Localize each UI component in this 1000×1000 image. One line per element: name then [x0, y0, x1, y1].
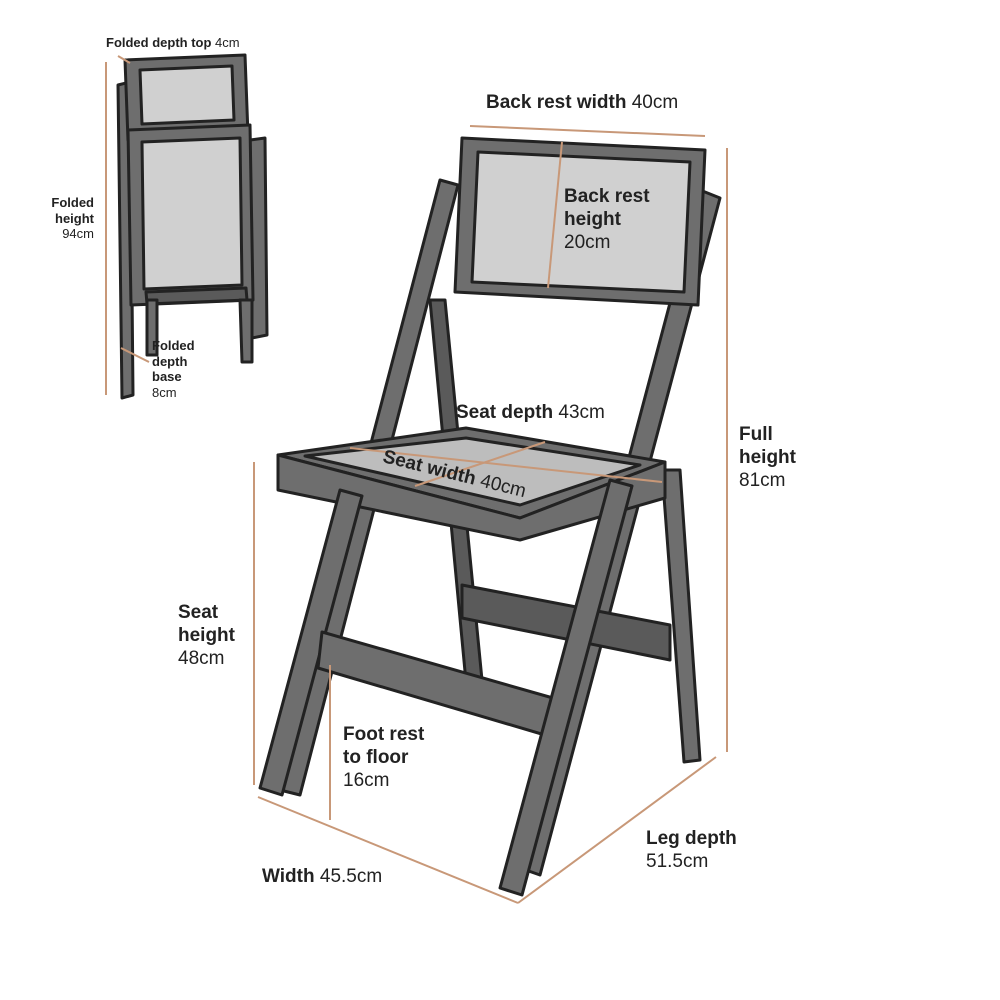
folded-top-depth-line: [117, 55, 131, 64]
back-rest-height-label: Back rest height 20cm: [564, 186, 650, 253]
seat-depth-line: [414, 441, 546, 487]
front-crossbar: [316, 630, 562, 740]
back-rest-width-label: Back rest width 40cm: [486, 92, 679, 113]
folded-depth-top-label: Folded depth top 4cm: [106, 35, 240, 50]
foot-rest-label: Foot rest to floor 16cm: [343, 724, 425, 791]
rear-crossbar: [460, 583, 672, 662]
back-rest-panel: [470, 150, 692, 294]
inner-right-leg: [660, 468, 702, 764]
main-chair: [258, 136, 722, 897]
leg-depth-line: [517, 756, 717, 904]
folded-depth-base-label: Folded depth base 8cm: [152, 338, 195, 400]
folded-seat-panel: [140, 136, 244, 291]
folded-back-panel: [138, 64, 236, 126]
folded-height-label: Folded height 94cm: [51, 195, 94, 242]
full-height-label: Full height 81cm: [739, 424, 796, 491]
seat-panel: [303, 436, 642, 507]
seat-frame-front: [276, 453, 667, 542]
width-label: Width 45.5cm: [262, 866, 383, 887]
folded-leg-left: [145, 298, 159, 357]
seat-depth-label: Seat depth 43cm: [456, 402, 605, 423]
folded-bottom-bar: [144, 286, 249, 306]
folded-base-depth-line: [120, 347, 150, 363]
front-left-leg: [258, 488, 364, 797]
width-line: [257, 796, 519, 904]
seat-height-label: Seat height 48cm: [178, 602, 235, 669]
seat-width-line: [349, 447, 663, 483]
measure-lines: [105, 55, 728, 904]
folded-chair: [116, 53, 269, 400]
folded-leg-right: [238, 298, 254, 364]
backrest-height-line: [547, 141, 563, 289]
backrest-width-line: [469, 125, 706, 137]
front-right-leg: [498, 478, 634, 897]
leg-depth-label: Leg depth 51.5cm: [646, 828, 737, 872]
